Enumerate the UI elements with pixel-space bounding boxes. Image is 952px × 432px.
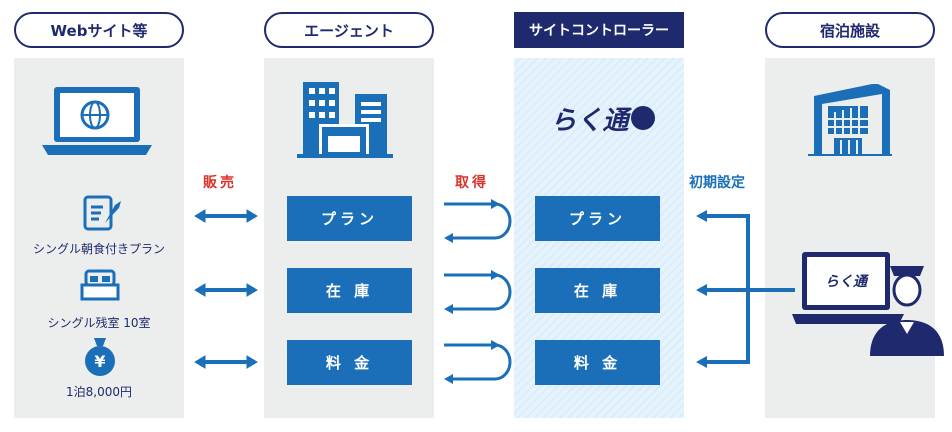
double-arrow-icon	[194, 209, 258, 223]
agent-column-title: エージェント	[264, 12, 434, 48]
agent-plan-box: プラン	[287, 196, 412, 241]
svg-text:らく通: らく通	[825, 274, 869, 290]
sync-arrow-icon	[444, 273, 512, 311]
sync-arrow-icon	[444, 343, 512, 381]
hotel-column-title: 宿泊施設	[765, 12, 935, 48]
hotel-building-icon	[808, 84, 892, 156]
initial-setup-label: 初期設定	[689, 175, 745, 191]
web-item-label: シングル朝食付きプラン	[32, 242, 165, 256]
agent-price-box: 料 金	[287, 340, 412, 385]
sc-plan-box: プラン	[535, 196, 660, 241]
setup-bracket-arrows	[705, 214, 795, 364]
web-column-title: Webサイト等	[14, 12, 184, 48]
acquire-label: 取得	[455, 175, 489, 191]
agent-inventory-box: 在 庫	[287, 268, 412, 313]
svg-text:¥: ¥	[94, 352, 105, 371]
plan-document-icon	[83, 195, 121, 231]
office-buildings-icon	[297, 82, 393, 158]
sell-label: 販売	[203, 175, 237, 191]
bed-icon	[80, 269, 120, 301]
web-item-label: シングル残室 10室	[47, 316, 151, 330]
double-arrow-icon	[194, 283, 258, 297]
rakutsu-logo: らく通	[545, 100, 660, 136]
site-controller-column-title: サイトコントローラー	[514, 12, 684, 48]
double-arrow-icon	[194, 355, 258, 369]
web-item-label: 1泊8,000円	[66, 385, 132, 399]
sync-arrow-icon	[444, 202, 512, 240]
sc-inventory-box: 在 庫	[535, 268, 660, 313]
laptop-staff-icon: らく通	[792, 252, 944, 356]
laptop-globe-icon	[42, 87, 152, 155]
yen-bag-icon: ¥	[85, 338, 115, 376]
sc-price-box: 料 金	[535, 340, 660, 385]
